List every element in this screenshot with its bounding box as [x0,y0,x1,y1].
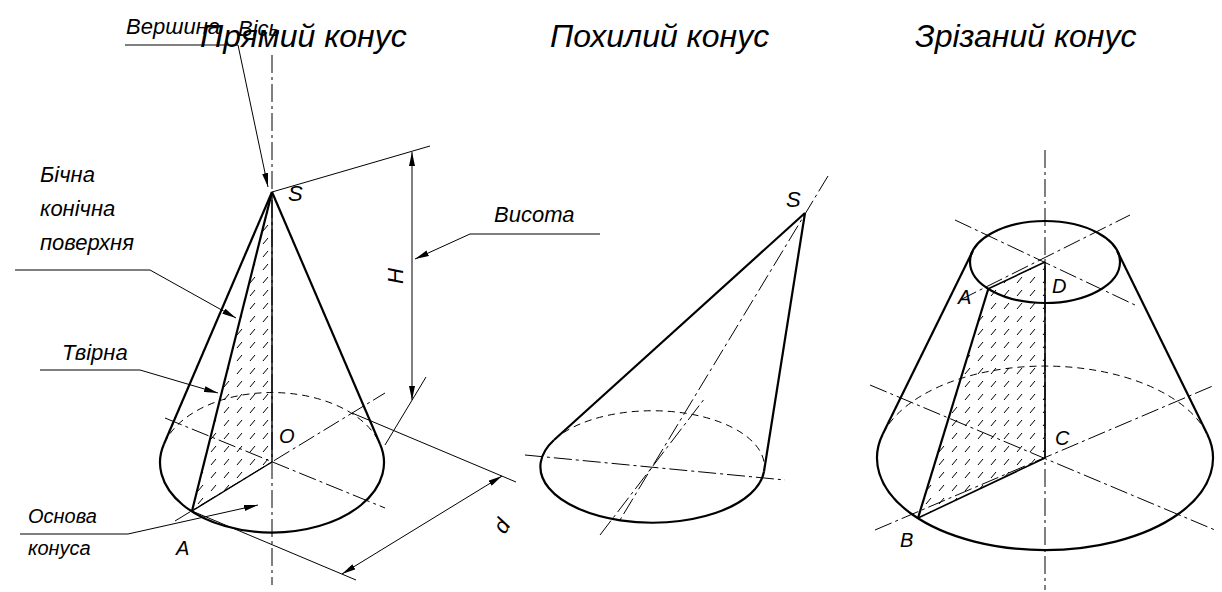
callout-label: Бічна конічна поверхня [40,158,134,260]
truncated-cone [870,150,1215,590]
callout-label: Вершина [126,12,220,42]
callout-label: Висота [494,200,574,230]
oblique-cone [525,176,828,535]
heading: Прямий конус [200,16,407,56]
callout-label: Твірна [62,338,128,368]
dimension-letter: H [382,268,410,284]
point-letter: C [1055,426,1069,450]
straight-cone [15,45,600,585]
heading: Похилий конус [550,16,769,56]
axis-label: Вісь [238,14,280,44]
point-letter: A [958,285,971,309]
callout-label: Основа конуса [28,500,97,564]
point-letter: A [176,536,189,560]
point-letter: O [279,424,295,448]
point-letter: S [786,186,801,214]
dimension-letter: d [487,513,517,538]
point-letter: B [900,528,913,552]
point-letter: D [1052,274,1066,298]
heading: Зрізаний конус [915,16,1136,56]
point-letter: S [288,180,303,208]
